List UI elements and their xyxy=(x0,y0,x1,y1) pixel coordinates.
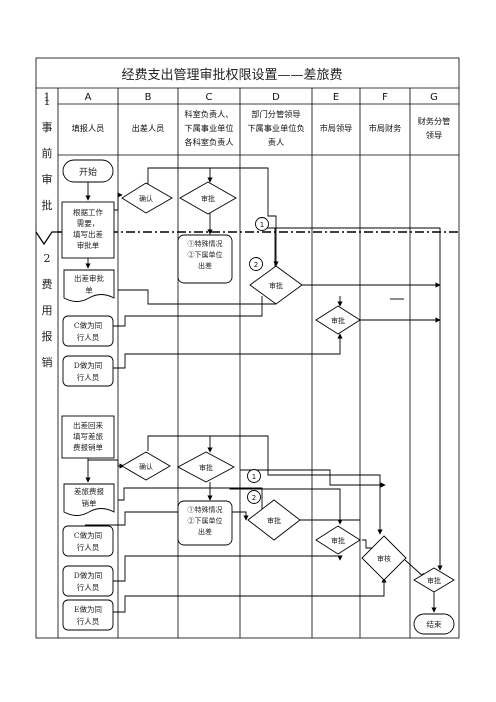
g-approve-label: 审批 xyxy=(427,576,441,585)
fill-approval-form-box: 根据工作需要，填写出差审批单 xyxy=(61,201,115,259)
column-name-d: 部门分管领导下属事业单位负责人 xyxy=(247,109,304,147)
column-letter-f: F xyxy=(382,92,388,103)
d-companion-label-2: D做为同行人员 xyxy=(74,570,103,592)
column-name-a: 填报人员 xyxy=(72,123,105,133)
phase-pre-char: 1 xyxy=(44,95,51,108)
c-approve-diamond-2: 审批 xyxy=(177,451,235,483)
c-approve-label-2: 审批 xyxy=(199,463,213,472)
start-label: 开始 xyxy=(79,166,97,178)
phase-post-char: 报 xyxy=(42,329,53,343)
phase-post-char: 2 xyxy=(44,252,51,265)
d-companion-label-1: D做为同行人员 xyxy=(74,360,103,382)
reimburse-form-document: 差旅费报销单 xyxy=(63,483,115,516)
badge-2-section1: 2 xyxy=(249,257,263,271)
badge-2-label: 2 xyxy=(252,494,256,502)
column-letters: A B C D E F G xyxy=(85,92,438,103)
f-review-label: 审核 xyxy=(377,554,391,563)
approval-form-document: 出差审批单 xyxy=(63,269,115,302)
phase-pre-char: 前 xyxy=(42,146,53,160)
column-name-b: 出差人员 xyxy=(132,123,165,133)
d-approve-diamond-2: 审批 xyxy=(247,499,301,541)
row-header-number: 1 xyxy=(44,91,51,104)
connectors xyxy=(85,167,443,613)
column-letter-d: D xyxy=(272,92,280,103)
column-name-c: 科室负责人、下属事业单位各科室负责人 xyxy=(184,109,233,147)
phase-pre-char: 批 xyxy=(42,198,53,212)
page-title: 经费支出管理审批权限设置——差旅费 xyxy=(121,67,342,83)
b-confirm-label-1: 确认 xyxy=(139,194,153,203)
e-approve-diamond-1: 审批 xyxy=(315,305,361,335)
column-name-e: 市局领导 xyxy=(320,123,353,133)
badge-1-label: 1 xyxy=(252,473,256,481)
column-letter-b: B xyxy=(145,92,152,103)
phase-post-char: 销 xyxy=(42,355,53,369)
phase-pre-char: 事 xyxy=(42,121,53,134)
reimburse-form-label: 差旅费报销单 xyxy=(74,486,104,508)
g-approve-diamond: 审批 xyxy=(413,567,455,593)
column-name-f: 市局财务 xyxy=(369,123,402,133)
return-fill-label: 出差回来填写差旅费报销单 xyxy=(73,420,103,452)
column-letter-g: G xyxy=(430,92,438,103)
column-letter-c: C xyxy=(206,92,213,103)
table-frame xyxy=(35,57,460,639)
start-node: 开始 xyxy=(62,159,114,183)
b-confirm-diamond-2: 确认 xyxy=(121,451,171,481)
phase-pre-char: 审 xyxy=(42,172,53,186)
end-label: 结束 xyxy=(427,619,442,629)
column-name-g: 财务分管领导 xyxy=(418,116,451,140)
badge-1-section2: 1 xyxy=(247,469,261,483)
column-letter-e: E xyxy=(333,92,339,103)
d-companion-box-1: D做为同行人员 xyxy=(62,355,114,387)
c-companion-box-2: C做为同行人员 xyxy=(62,525,114,557)
d-approve-label-1: 审批 xyxy=(269,281,283,290)
phase-divider xyxy=(35,231,459,246)
b-confirm-label-2: 确认 xyxy=(139,462,153,471)
phase-post-char: 用 xyxy=(42,304,53,317)
c-companion-label-1: C做为同行人员 xyxy=(74,320,102,342)
badge-2-section2: 2 xyxy=(247,490,261,504)
badge-1-label: 1 xyxy=(260,221,264,229)
return-fill-box: 出差回来填写差旅费报销单 xyxy=(61,415,115,459)
c-companion-label-2: C做为同行人员 xyxy=(74,530,102,552)
e-approve-label-2: 审批 xyxy=(331,536,345,545)
badge-1-section1: 1 xyxy=(255,217,269,231)
d-approve-diamond-1: 审批 xyxy=(249,265,303,305)
d-companion-box-2: D做为同行人员 xyxy=(62,565,114,597)
column-letter-a: A xyxy=(85,92,92,103)
e-companion-box-2: E做为同行人员 xyxy=(62,599,114,631)
f-review-diamond: 审核 xyxy=(361,535,407,581)
e-approve-label-1: 审批 xyxy=(331,316,345,325)
phase-post-char: 费 xyxy=(42,278,53,291)
c-approve-label-1: 审批 xyxy=(201,194,215,203)
column-names: 填报人员 出差人员 科室负责人、下属事业单位各科室负责人部门分管领导下属事业单位负责… xyxy=(72,109,451,147)
e-approve-diamond-2: 审批 xyxy=(315,525,361,555)
badge-2-label: 2 xyxy=(254,261,258,269)
end-node: 结束 xyxy=(413,613,455,635)
fill-approval-form-label: 根据工作需要，填写出差审批单 xyxy=(73,207,103,250)
approval-form-label: 出差审批单 xyxy=(74,273,104,295)
c-approve-diamond-1: 审批 xyxy=(179,181,237,215)
b-confirm-diamond-1: 确认 xyxy=(121,182,173,214)
c-companion-box-1: C做为同行人员 xyxy=(62,315,114,347)
d-approve-label-2: 审批 xyxy=(267,516,281,525)
e-companion-label-2: E做为同行人员 xyxy=(74,604,102,626)
